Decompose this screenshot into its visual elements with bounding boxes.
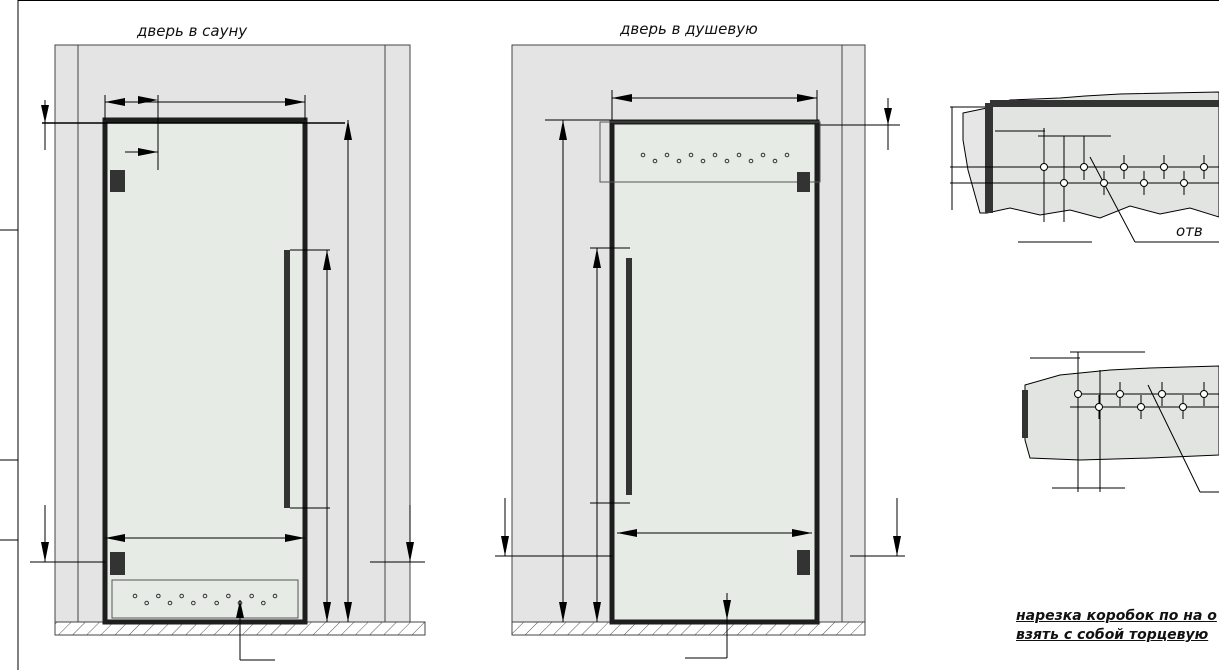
vent-hole [214,600,219,606]
vent-hole [724,158,730,164]
door-glass [102,117,308,625]
handle [626,258,632,495]
vent-hole [272,593,278,599]
hinge-icon [110,552,125,575]
vent-hole [652,158,658,164]
vent-hole [748,158,754,164]
vent-hole [784,152,790,158]
mounting-hole [1179,403,1187,411]
vent-holes [640,152,790,164]
mounting-hole [1095,403,1103,411]
sauna-door-drawing [30,44,426,661]
mounting-hole [1200,163,1208,171]
mounting-hole [1158,390,1166,398]
mounting-hole [1180,179,1188,187]
mounting-hole [1080,163,1088,171]
hole-detail-top [950,91,1219,243]
handle [284,250,290,508]
sauna-door-title: дверь в сауну [137,22,248,40]
shower-door-drawing [495,44,905,659]
vent-hole [700,158,706,164]
mounting-hole [1074,390,1082,398]
vent-hole [712,152,718,158]
vent-hole [167,600,173,606]
hole-detail-bottom [1022,351,1219,493]
hinge-icon [110,170,125,192]
hinge-icon [797,550,810,575]
vent-hole [179,593,184,599]
vent-hole [156,593,161,599]
mounting-hole [1120,163,1128,171]
mounting-hole [1160,163,1168,171]
note-line-1: нарезка коробок по на о [1016,608,1217,624]
hinge-icon [797,172,810,192]
vent-hole [202,593,208,599]
vent-hole [191,600,196,606]
note-line-2: взять с собой торцевую [1016,627,1209,643]
vent-hole [249,593,254,599]
mounting-hole [1200,390,1208,398]
vent-hole [144,600,149,606]
hole-label: отв [1176,222,1203,240]
vent-hole [132,593,138,599]
vent-hole [736,152,742,158]
mounting-hole [1040,163,1048,171]
mounting-hole [1116,390,1124,398]
vent-hole [688,152,694,158]
vent-hole [226,593,231,599]
vent-hole [664,152,670,158]
door-glass [609,119,820,625]
mounting-hole [1060,179,1068,187]
vent-hole [640,152,646,158]
vent-hole [760,152,766,158]
vent-hole [261,600,266,606]
shower-door-title: дверь в душевую [620,20,758,38]
vent-hole [676,158,682,164]
mounting-hole [1140,179,1148,187]
mounting-hole [1137,403,1145,411]
vent-hole [772,158,778,164]
mounting-hole [1100,179,1108,187]
